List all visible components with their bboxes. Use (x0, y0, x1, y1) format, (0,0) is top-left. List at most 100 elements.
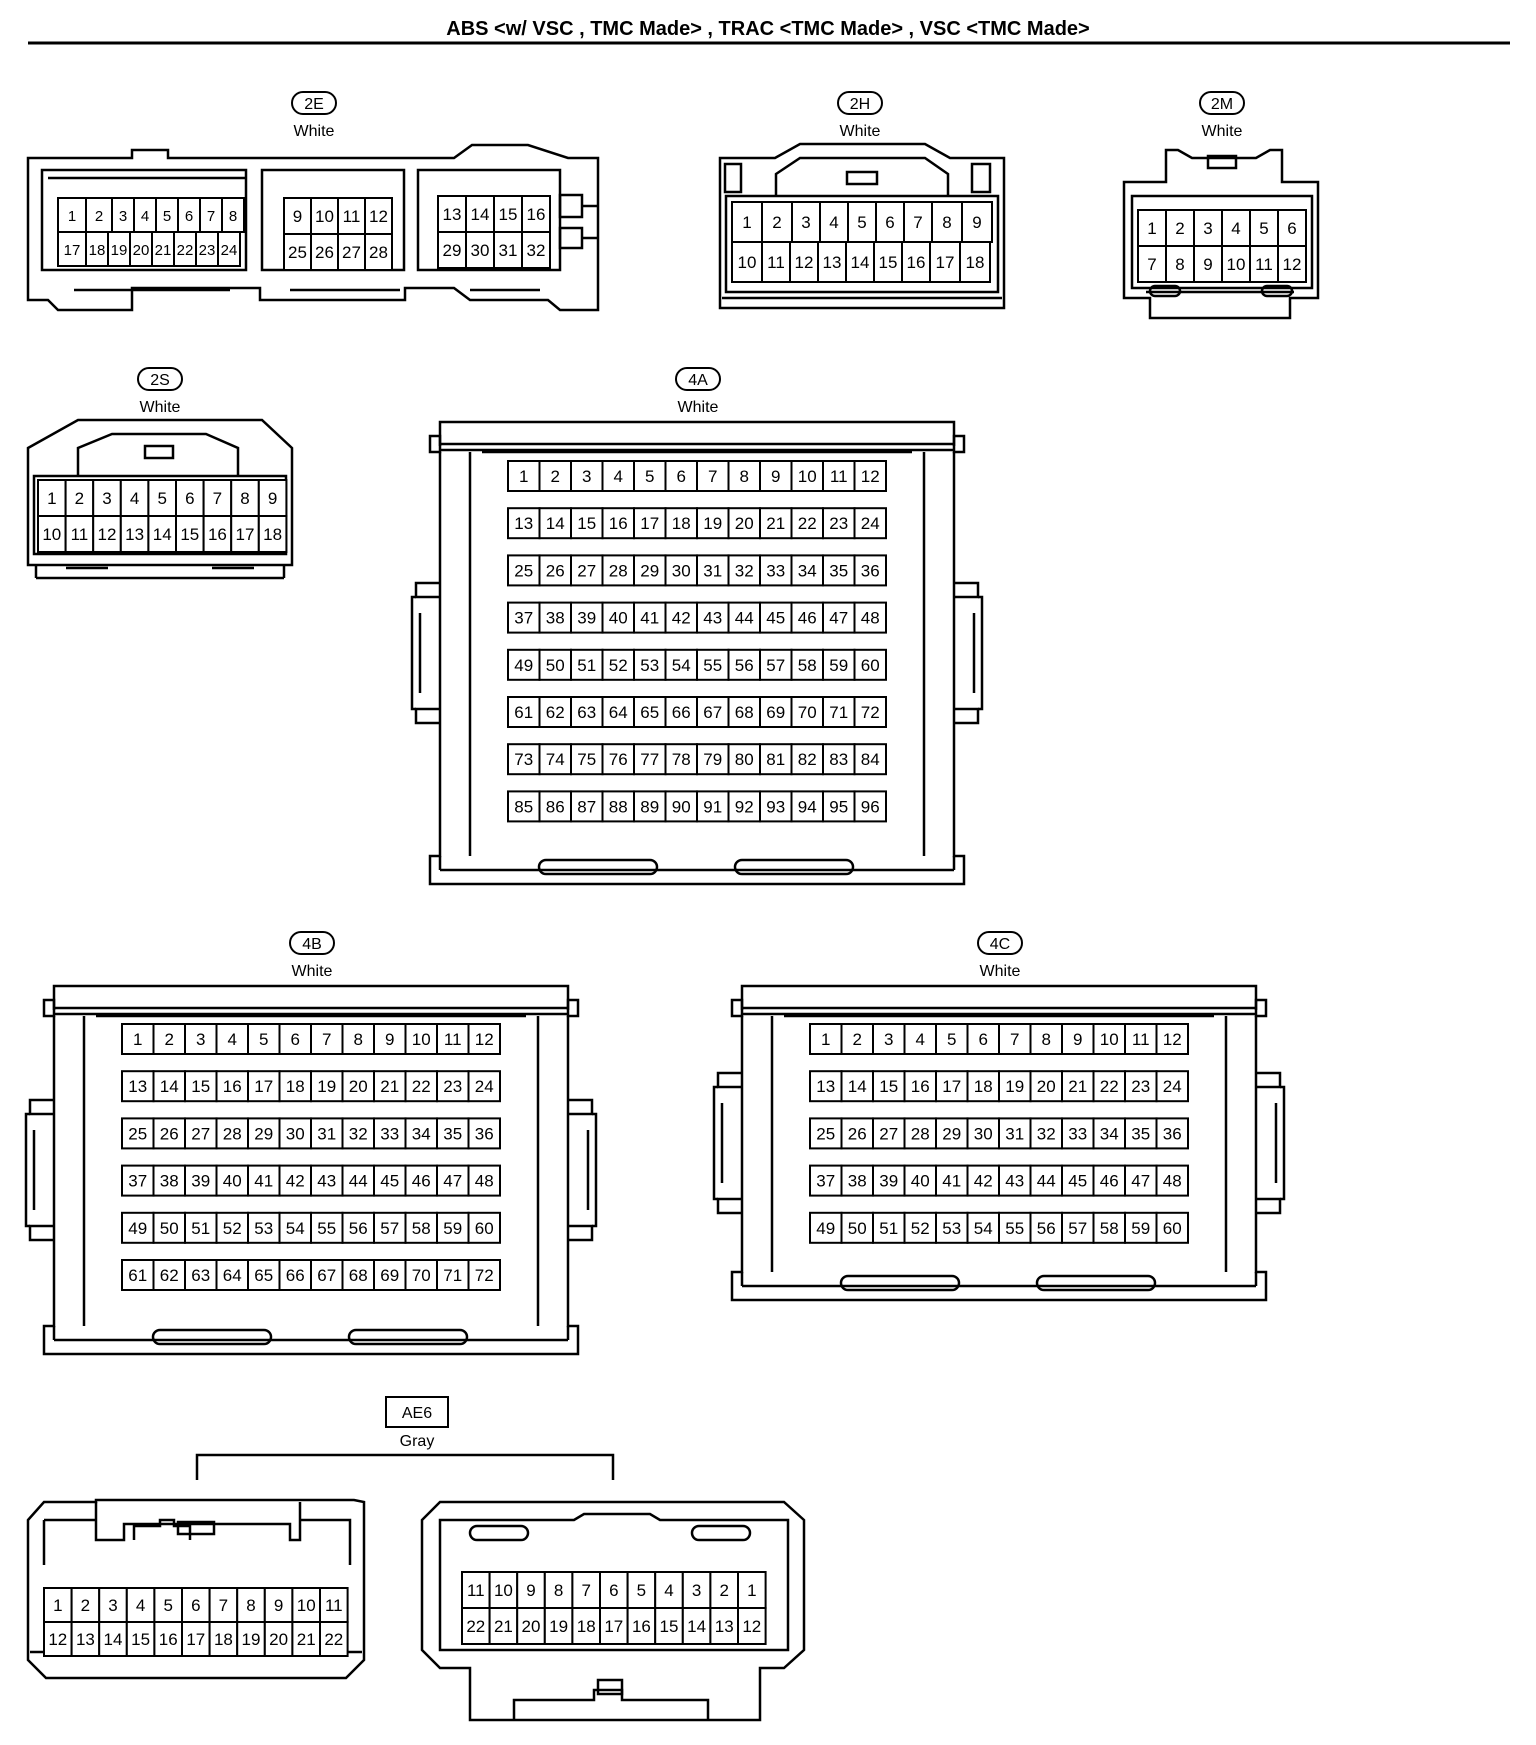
pin-number: 10 (1227, 255, 1246, 274)
pin-number: 46 (798, 609, 817, 628)
pin-number: 16 (208, 525, 227, 544)
latch (716, 1197, 742, 1215)
pin-number: 93 (766, 797, 785, 816)
pin-cell (727, 790, 761, 823)
pin-number: 32 (527, 241, 546, 260)
latch (1280, 1085, 1286, 1201)
pin-number: 91 (703, 797, 722, 816)
pin-number: 16 (907, 253, 926, 272)
pin-cell (247, 1211, 281, 1244)
pin-number: 6 (191, 1596, 200, 1615)
pin-cell (337, 197, 366, 235)
pin-number: 83 (829, 750, 848, 769)
pin-number: 64 (223, 1266, 242, 1285)
pin-number: 3 (196, 1030, 205, 1049)
pin-number: 22 (1100, 1077, 1119, 1096)
pin-number: 14 (153, 525, 172, 544)
pin-number: 16 (527, 205, 546, 224)
pin-number: 7 (213, 489, 222, 508)
pin-number: 86 (546, 797, 565, 816)
pin-number: 62 (160, 1266, 179, 1285)
pin-cell (1092, 1070, 1126, 1103)
pin-cell (935, 1023, 969, 1055)
pin-number: 41 (942, 1172, 961, 1191)
pin-number: 80 (735, 750, 754, 769)
pin-cell (538, 648, 572, 681)
pin-number: 67 (703, 703, 722, 722)
pin-number: 36 (1163, 1124, 1182, 1143)
pin-number: 50 (848, 1219, 867, 1238)
pin-number: 4 (228, 1030, 237, 1049)
pin-number: 43 (317, 1172, 336, 1191)
pin-number: 1 (1147, 219, 1156, 238)
pin-number: 57 (766, 656, 785, 675)
housing-edge (438, 420, 956, 446)
pin-cell (310, 233, 339, 271)
pin-cell (570, 507, 604, 540)
pin-number: 18 (263, 525, 282, 544)
pin-number: 6 (185, 489, 194, 508)
pin-cell (570, 790, 604, 823)
pin-cell (217, 231, 241, 267)
pin-number: 24 (861, 514, 880, 533)
pin-number: 14 (471, 205, 490, 224)
pin-number: 23 (1131, 1077, 1150, 1096)
connector-2S-id: 2S (150, 372, 170, 389)
pin-cell (278, 1259, 312, 1291)
pin-cell (727, 554, 761, 587)
pin-number: 26 (848, 1124, 867, 1143)
pin-number: 22 (466, 1617, 485, 1636)
pin-cell (809, 1117, 843, 1150)
pin-number: 6 (185, 208, 193, 225)
latch (418, 613, 976, 693)
latch (716, 1071, 742, 1089)
latch (978, 595, 984, 711)
pin-cell (822, 554, 856, 587)
pin-number: 36 (861, 561, 880, 580)
connector-4B-housing (24, 984, 598, 1356)
pin-number: 23 (443, 1077, 462, 1096)
pin-number: 12 (475, 1030, 494, 1049)
pin-cell (488, 1607, 519, 1645)
connector-AE6-color: Gray (400, 1433, 435, 1450)
pin-cell (263, 1621, 294, 1657)
pin-number: 70 (412, 1266, 431, 1285)
pin-number: 79 (703, 750, 722, 769)
pin-cell (759, 648, 793, 681)
housing-edge (740, 984, 1258, 1010)
pin-cell (789, 241, 819, 283)
pin-cell (1092, 1023, 1126, 1055)
pin-number: 7 (913, 213, 922, 232)
pin-cell (488, 1571, 519, 1609)
pin-cell (341, 1023, 375, 1055)
pin-cell (998, 1211, 1032, 1244)
pin-cell (247, 1259, 281, 1291)
pin-cell (310, 1211, 344, 1244)
pin-number: 10 (42, 525, 61, 544)
pin-cell (70, 1621, 101, 1657)
housing-edge (428, 434, 442, 454)
pin-number: 58 (412, 1219, 431, 1238)
pin-cell (283, 233, 312, 271)
pin-cell (998, 1164, 1032, 1197)
pin-number: 10 (1100, 1030, 1119, 1049)
pin-number: 61 (128, 1266, 147, 1285)
pin-number: 37 (514, 609, 533, 628)
pin-cell (664, 507, 698, 540)
pin-number: 9 (268, 489, 277, 508)
pin-number: 3 (801, 213, 810, 232)
pin-number: 12 (861, 467, 880, 486)
pin-cell (1155, 1211, 1189, 1244)
pin-number: 90 (672, 797, 691, 816)
pin-number: 14 (104, 1630, 123, 1649)
